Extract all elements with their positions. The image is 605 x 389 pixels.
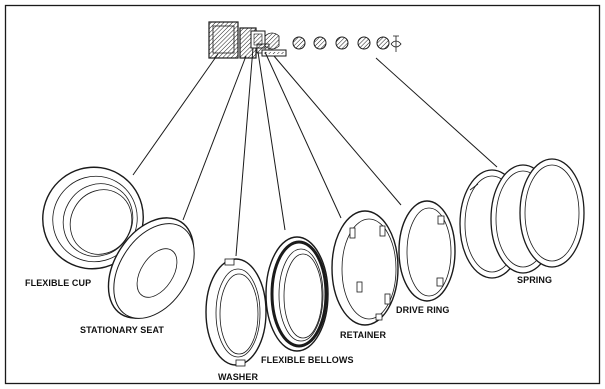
part-stationary-seat <box>107 217 195 319</box>
label-flexible-bellows: FLEXIBLE BELLOWS <box>261 355 354 365</box>
part-flexible-bellows <box>265 236 329 352</box>
label-spring: SPRING <box>517 275 552 285</box>
leader-washer <box>235 47 254 257</box>
leader-flexible-bellows <box>257 51 286 231</box>
label-stationary-seat: STATIONARY SEAT <box>80 325 164 335</box>
section-spring-end <box>390 35 402 52</box>
leader-lines <box>132 47 498 257</box>
label-retainer: RETAINER <box>340 330 387 340</box>
section-bellows-stack <box>250 30 287 57</box>
leader-spring <box>375 57 498 168</box>
leader-drive-ring <box>273 55 402 206</box>
leader-retainer <box>264 51 342 219</box>
section-flexible-cup <box>208 21 239 59</box>
part-retainer <box>331 210 399 326</box>
part-washer <box>205 258 267 367</box>
part-labels: FLEXIBLE CUP STATIONARY SEAT WASHER FLEX… <box>25 275 552 382</box>
part-spring <box>459 158 585 279</box>
label-flexible-cup: FLEXIBLE CUP <box>25 278 91 288</box>
leader-stationary-seat <box>182 55 247 221</box>
section-spring-coils <box>292 36 390 50</box>
leader-flexible-cup <box>132 53 219 176</box>
diagram-frame <box>4 4 601 385</box>
label-drive-ring: DRIVE RING <box>396 305 450 315</box>
part-drive-ring <box>398 200 456 302</box>
label-washer: WASHER <box>218 372 259 382</box>
cross-section-assembly <box>208 21 402 59</box>
